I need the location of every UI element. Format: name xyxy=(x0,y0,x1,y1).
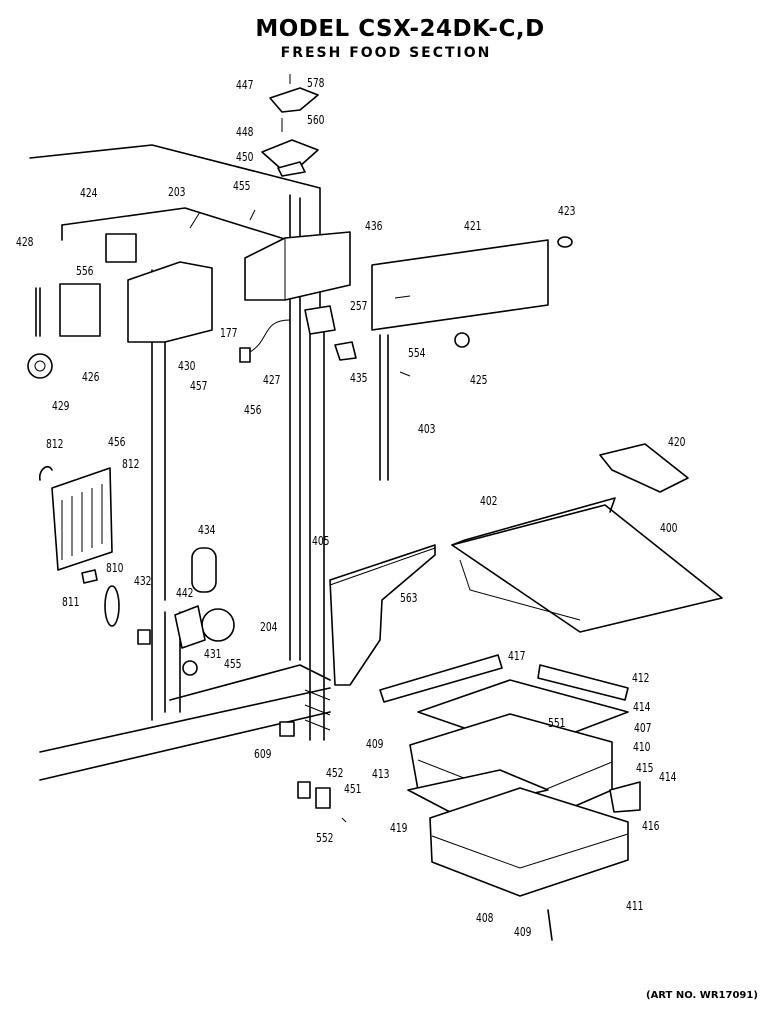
part-label-424: 424 xyxy=(80,186,98,200)
part-label-405: 405 xyxy=(312,534,330,548)
part-label-419: 419 xyxy=(390,821,408,835)
fan-assembly xyxy=(137,547,235,676)
wiring-harness xyxy=(239,319,291,363)
part-label-428: 428 xyxy=(16,235,34,249)
part-label-455: 455 xyxy=(224,657,242,671)
art-number: (ART NO. WR17091) xyxy=(646,990,758,1001)
part-label-560: 560 xyxy=(307,113,325,127)
part-label-812: 812 xyxy=(46,437,64,451)
air-duct-cover xyxy=(329,544,436,686)
part-label-452: 452 xyxy=(326,766,344,780)
model-title: MODEL CSX-24DK-C,D xyxy=(255,16,545,42)
section-title: FRESH FOOD SECTION xyxy=(280,45,492,61)
control-housing xyxy=(244,231,351,301)
part-label-810: 810 xyxy=(106,561,124,575)
part-label-578: 578 xyxy=(307,76,325,90)
part-label-203: 203 xyxy=(168,185,186,199)
part-label-425: 425 xyxy=(470,373,488,387)
part-label-812: 812 xyxy=(122,457,140,471)
light-cover-assembly xyxy=(261,74,319,177)
part-label-426: 426 xyxy=(82,370,100,384)
part-label-204: 204 xyxy=(260,620,278,634)
part-label-450: 450 xyxy=(236,150,254,164)
part-label-416: 416 xyxy=(642,819,660,833)
part-label-436: 436 xyxy=(365,219,383,233)
part-label-411: 411 xyxy=(626,899,644,913)
part-label-552: 552 xyxy=(316,831,334,845)
part-label-415: 415 xyxy=(636,761,654,775)
part-label-423: 423 xyxy=(558,204,576,218)
part-label-448: 448 xyxy=(236,125,254,139)
part-label-408: 408 xyxy=(476,911,494,925)
part-label-609: 609 xyxy=(254,747,272,761)
part-label-409: 409 xyxy=(366,737,384,751)
crisper-assembly xyxy=(379,654,641,941)
part-label-257: 257 xyxy=(350,299,368,313)
part-label-432: 432 xyxy=(134,574,152,588)
part-label-456: 456 xyxy=(108,435,126,449)
part-label-412: 412 xyxy=(632,671,650,685)
part-label-456: 456 xyxy=(244,403,262,417)
part-label-551: 551 xyxy=(548,716,566,730)
part-label-451: 451 xyxy=(344,782,362,796)
part-label-435: 435 xyxy=(350,371,368,385)
part-label-421: 421 xyxy=(464,219,482,233)
part-label-430: 430 xyxy=(178,359,196,373)
part-label-402: 402 xyxy=(480,494,498,508)
part-label-427: 427 xyxy=(263,373,281,387)
part-label-442: 442 xyxy=(176,586,194,600)
part-label-457: 457 xyxy=(190,379,208,393)
part-label-554: 554 xyxy=(408,346,426,360)
part-label-410: 410 xyxy=(633,740,651,754)
part-label-429: 429 xyxy=(52,399,70,413)
part-label-177: 177 xyxy=(220,326,238,340)
part-label-414: 414 xyxy=(633,700,651,714)
hinge-parts xyxy=(279,721,347,823)
part-label-455: 455 xyxy=(233,179,251,193)
small-parts-right xyxy=(304,236,573,481)
part-label-413: 413 xyxy=(372,767,390,781)
part-label-407: 407 xyxy=(634,721,652,735)
part-label-417: 417 xyxy=(508,649,526,663)
part-label-434: 434 xyxy=(198,523,216,537)
switch-components xyxy=(27,233,137,379)
part-label-431: 431 xyxy=(204,647,222,661)
thermostat-housing xyxy=(127,261,213,343)
glass-shelf xyxy=(451,497,723,633)
dairy-bin xyxy=(599,443,689,493)
part-label-409: 409 xyxy=(514,925,532,939)
part-label-556: 556 xyxy=(76,264,94,278)
part-label-563: 563 xyxy=(400,591,418,605)
part-label-447: 447 xyxy=(236,78,254,92)
part-label-403: 403 xyxy=(418,422,436,436)
door-rack-panel xyxy=(38,465,120,627)
part-label-420: 420 xyxy=(668,435,686,449)
part-label-414: 414 xyxy=(659,770,677,784)
part-label-400: 400 xyxy=(660,521,678,535)
rear-panel xyxy=(371,239,549,331)
part-label-811: 811 xyxy=(62,595,80,609)
